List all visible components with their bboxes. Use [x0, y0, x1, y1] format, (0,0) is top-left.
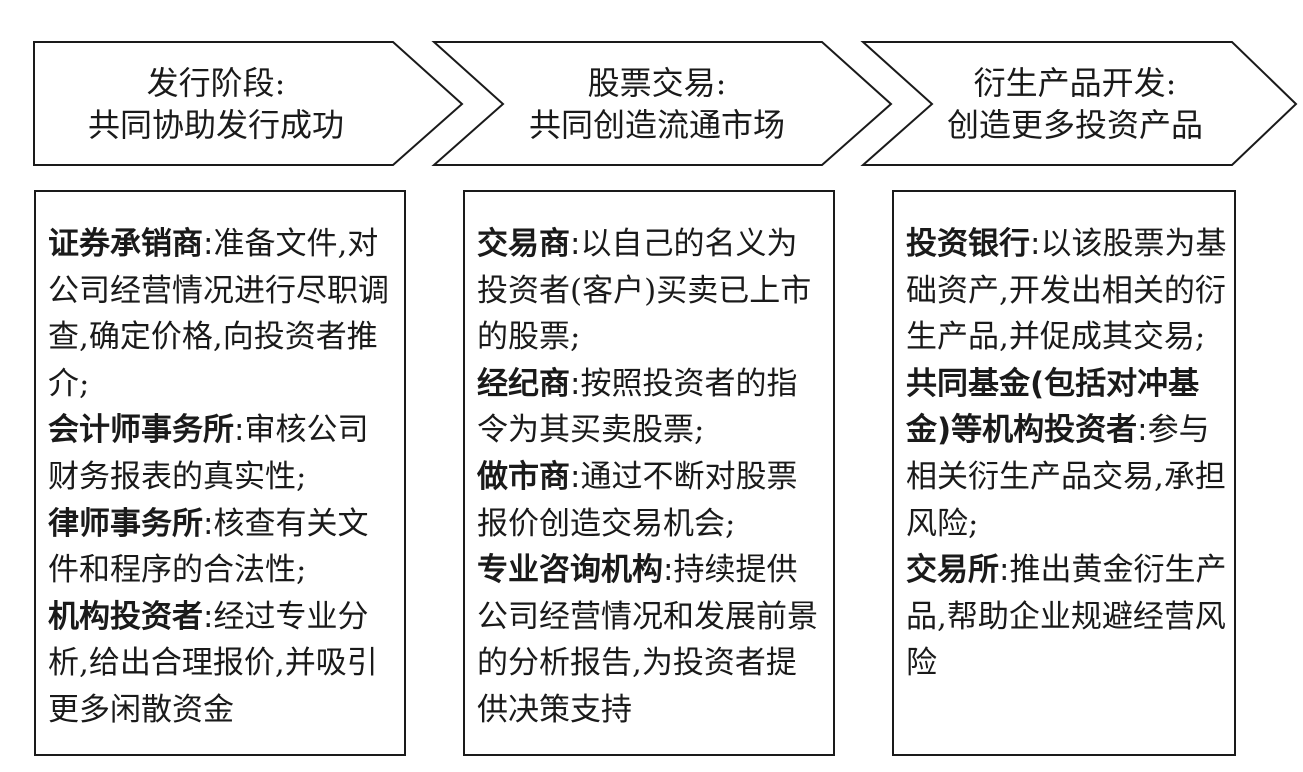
participant-entry: 做市商:通过不断对股票报价创造交易机会; [477, 454, 827, 547]
stage-arrow-3 [860, 41, 1298, 166]
separator: : [999, 552, 1010, 589]
participants-box-issuance: 证券承销商:准备文件,对公司经营情况进行尽职调查,确定价格,向投资者推介; 会计… [34, 190, 406, 756]
stage-subtitle: 创造更多投资产品 [946, 106, 1203, 144]
separator: : [203, 505, 214, 542]
participants-box-trading: 交易商:以自己的名义为投资者(客户)买卖已上市的股票; 经纪商:按照投资者的指令… [463, 190, 835, 756]
participant-entry: 律师事务所:核查有关文件和程序的合法性; [48, 501, 398, 594]
participant-role: 机构投资者 [48, 598, 203, 635]
stage-derivatives: 衍生产品开发: 创造更多投资产品 [900, 42, 1250, 166]
participant-entry: 专业咨询机构:持续提供公司经营情况和发展前景的分析报告,为投资者提供决策支持 [477, 547, 827, 733]
participant-entry: 证券承销商:准备文件,对公司经营情况进行尽职调查,确定价格,向投资者推介; [48, 221, 398, 407]
participant-role: 共同基金(包括对冲基金)等机构投资者 [906, 365, 1200, 449]
separator: : [570, 226, 581, 262]
participant-description: 准备文件,对公司经营情况进行尽职调查,确定价格,向投资者推介; [48, 226, 389, 402]
participant-description: 参与相关衍生产品交易,承担风险; [906, 412, 1226, 542]
participant-entry: 共同基金(包括对冲基金)等机构投资者:参与相关衍生产品交易,承担风险; [906, 361, 1228, 547]
participant-description: 以该股票为基础资产,开发出相关的衍生产品,并促成其交易; [906, 226, 1227, 356]
stage-title: 股票交易: [587, 64, 727, 102]
participant-entry: 机构投资者:经过专业分析,给出合理报价,并吸引更多闲散资金 [48, 594, 398, 734]
participant-role: 投资银行 [906, 226, 1030, 262]
participant-description: 审核公司财务报表的真实性; [48, 412, 369, 495]
stage-subtitle: 共同协助发行成功 [87, 106, 344, 144]
separator: : [663, 552, 674, 589]
participant-description: 以自己的名义为投资者(客户)买卖已上市的股票; [477, 226, 812, 356]
participant-entry: 交易所:推出黄金衍生产品,帮助企业规避经营风险 [906, 547, 1228, 687]
participant-entry: 交易商:以自己的名义为投资者(客户)买卖已上市的股票; [477, 221, 827, 361]
participant-role: 交易商 [477, 226, 570, 262]
participant-description: 核查有关文件和程序的合法性; [48, 505, 369, 589]
participant-description: 持续提供公司经营情况和发展前景的分析报告,为投资者提供决策支持 [477, 552, 818, 728]
participant-description: 按照投资者的指令为其买卖股票; [477, 365, 798, 449]
participant-role: 交易所 [906, 552, 999, 589]
stage-title: 衍生产品开发: [973, 64, 1177, 102]
separator: : [234, 412, 245, 449]
separator: : [203, 598, 214, 635]
participant-role: 证券承销商 [48, 226, 203, 262]
separator: : [570, 365, 581, 402]
stage-subtitle: 共同创造流通市场 [528, 106, 785, 144]
participant-role: 会计师事务所 [48, 412, 234, 449]
stage-issuance: 发行阶段: 共同协助发行成功 [34, 42, 398, 166]
stage-arrow-2 [431, 41, 893, 166]
stage-arrow-1 [33, 41, 464, 166]
separator: : [1030, 226, 1041, 262]
participant-role: 律师事务所 [48, 505, 203, 542]
separator: : [570, 458, 581, 495]
participant-description: 推出黄金衍生产品,帮助企业规避经营风险 [906, 552, 1227, 682]
participant-entry: 投资银行:以该股票为基础资产,开发出相关的衍生产品,并促成其交易; [906, 221, 1228, 361]
stage-title: 发行阶段: [146, 64, 286, 102]
separator: : [203, 226, 214, 262]
participant-entry: 会计师事务所:审核公司财务报表的真实性; [48, 407, 398, 500]
participant-entry: 经纪商:按照投资者的指令为其买卖股票; [477, 361, 827, 454]
participants-box-derivatives: 投资银行:以该股票为基础资产,开发出相关的衍生产品,并促成其交易; 共同基金(包… [892, 190, 1236, 756]
participant-role: 经纪商 [477, 365, 570, 402]
participant-description: 通过不断对股票报价创造交易机会; [477, 458, 798, 542]
participant-description: 经过专业分析,给出合理报价,并吸引更多闲散资金 [48, 598, 378, 728]
stage-trading: 股票交易: 共同创造流通市场 [472, 42, 842, 166]
separator: : [1137, 412, 1148, 449]
participant-role: 专业咨询机构 [477, 552, 663, 589]
participant-role: 做市商 [477, 458, 570, 495]
